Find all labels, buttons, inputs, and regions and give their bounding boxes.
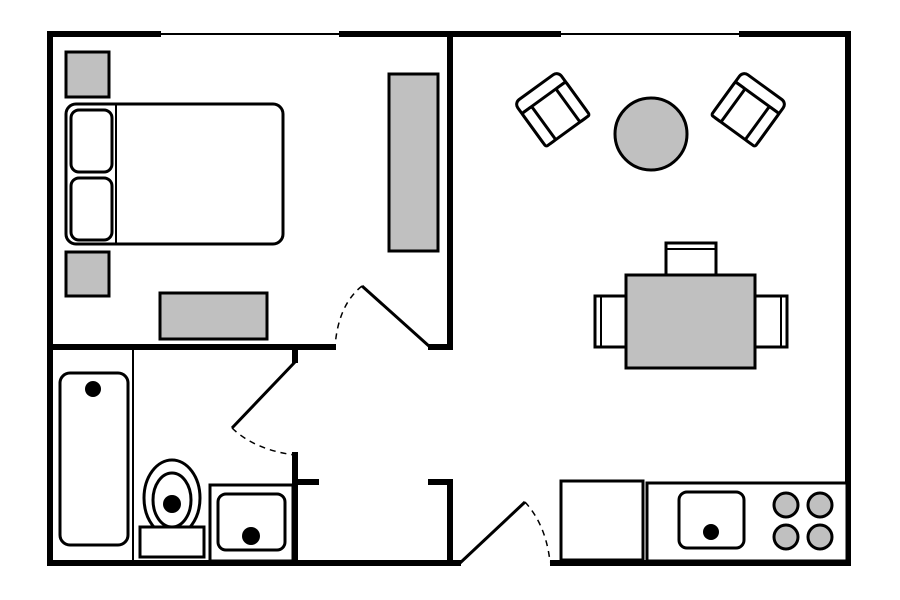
sink-basin [216, 492, 287, 552]
entry-door[interactable] [458, 500, 551, 565]
nightstand-bottom [64, 250, 111, 298]
sink-drain [242, 527, 260, 545]
armchair-arm [521, 105, 557, 148]
armchair-left [515, 72, 591, 148]
kitchen [559, 479, 849, 563]
door-swing-arc [231, 427, 296, 456]
armchair-arm [555, 81, 591, 123]
dining-chair-left [593, 294, 628, 349]
pillow [69, 108, 114, 174]
sink-drain [703, 524, 719, 540]
door-swing-arc [334, 285, 363, 348]
bed [64, 102, 285, 246]
tub-drain [85, 381, 101, 397]
bench [158, 291, 269, 341]
burner [806, 523, 834, 551]
refrigerator [559, 479, 645, 562]
tub-basin [58, 371, 130, 547]
living-room [515, 72, 786, 172]
bed-frame [64, 102, 285, 246]
chair-seat [753, 294, 789, 349]
toilet-drain [163, 495, 181, 513]
dining-chair-right [753, 294, 789, 349]
round-side-table [613, 96, 689, 172]
dining-table [624, 273, 757, 370]
walls [47, 31, 851, 566]
bathroom-door[interactable] [230, 360, 297, 456]
burner [772, 491, 800, 519]
door-leaf [230, 360, 297, 430]
stove [772, 491, 834, 551]
door-leaf [458, 500, 527, 565]
dining-set [593, 241, 789, 370]
armchair-right [710, 72, 786, 148]
burner [806, 491, 834, 519]
chair-seat [593, 294, 628, 349]
toilet [138, 458, 206, 559]
armchair-arm [710, 81, 746, 123]
door-swing-arc [524, 501, 551, 563]
armchair-arm [744, 105, 780, 148]
kitchen-sink [677, 490, 746, 550]
burner [772, 523, 800, 551]
bathtub [58, 371, 130, 547]
bedroom-door[interactable] [334, 284, 432, 349]
dining-chair-top [664, 241, 718, 277]
pillow [69, 176, 114, 242]
sink-basin [677, 490, 746, 550]
dresser [387, 72, 440, 253]
door-leaf [360, 284, 432, 349]
bathroom-sink [208, 483, 295, 563]
bathroom [58, 371, 295, 563]
toilet-tank [138, 525, 206, 559]
nightstand-top [64, 50, 111, 99]
bedroom [64, 50, 440, 341]
chair-seat [664, 241, 718, 277]
